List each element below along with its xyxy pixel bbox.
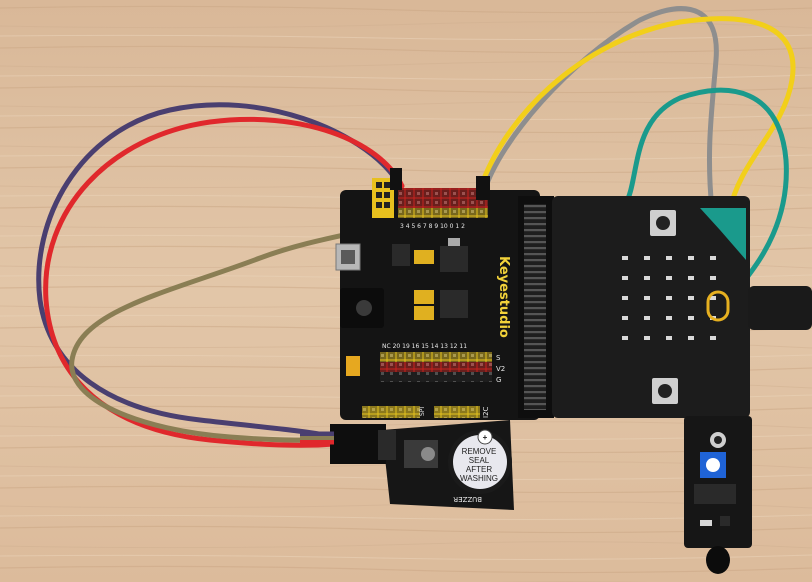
header-label-g: G [496, 376, 501, 384]
seal-line-2: SEAL [469, 456, 490, 465]
buzzer-connector [330, 424, 386, 464]
header-label-s: S [496, 354, 501, 362]
microbit-board [552, 196, 812, 418]
red-wire [43, 116, 405, 448]
board-brand: Keyestudio [496, 256, 511, 338]
gray-wire [481, 6, 719, 213]
seal-line-1: REMOVE [462, 447, 497, 456]
flame-sensor-ir-led [706, 546, 730, 574]
i2c-label: I2C [482, 406, 490, 418]
pin-row-top-label: 3 4 5 6 7 8 9 10 0 1 2 [400, 223, 465, 230]
flame-sensor-module [684, 416, 752, 574]
wire-plugs [390, 168, 490, 200]
usb-cable [748, 286, 812, 330]
header-label-v2: V2 [496, 365, 505, 373]
microbit-logo-icon [706, 290, 730, 322]
seal-line-3: AFTER [466, 465, 492, 474]
jumper-switch [346, 356, 360, 376]
expansion-shield: 3 4 5 6 7 8 9 10 0 1 2 Keyestudio NC 20 … [335, 178, 554, 420]
pin-row-mid-label: NC 20 19 16 15 14 13 12 11 [382, 343, 467, 350]
purple-wire [36, 102, 398, 439]
wires-front [300, 431, 334, 445]
seal-line-4: WASHING [460, 474, 498, 483]
buzzer-label: BUZZER [453, 495, 482, 503]
yellow-wire [475, 16, 796, 213]
buzzer-module: + REMOVE SEAL AFTER WASHING BUZZER [330, 420, 514, 510]
olive-wire [69, 209, 415, 443]
spi-label: SPI [419, 407, 426, 416]
svg-text:+: + [483, 433, 488, 442]
